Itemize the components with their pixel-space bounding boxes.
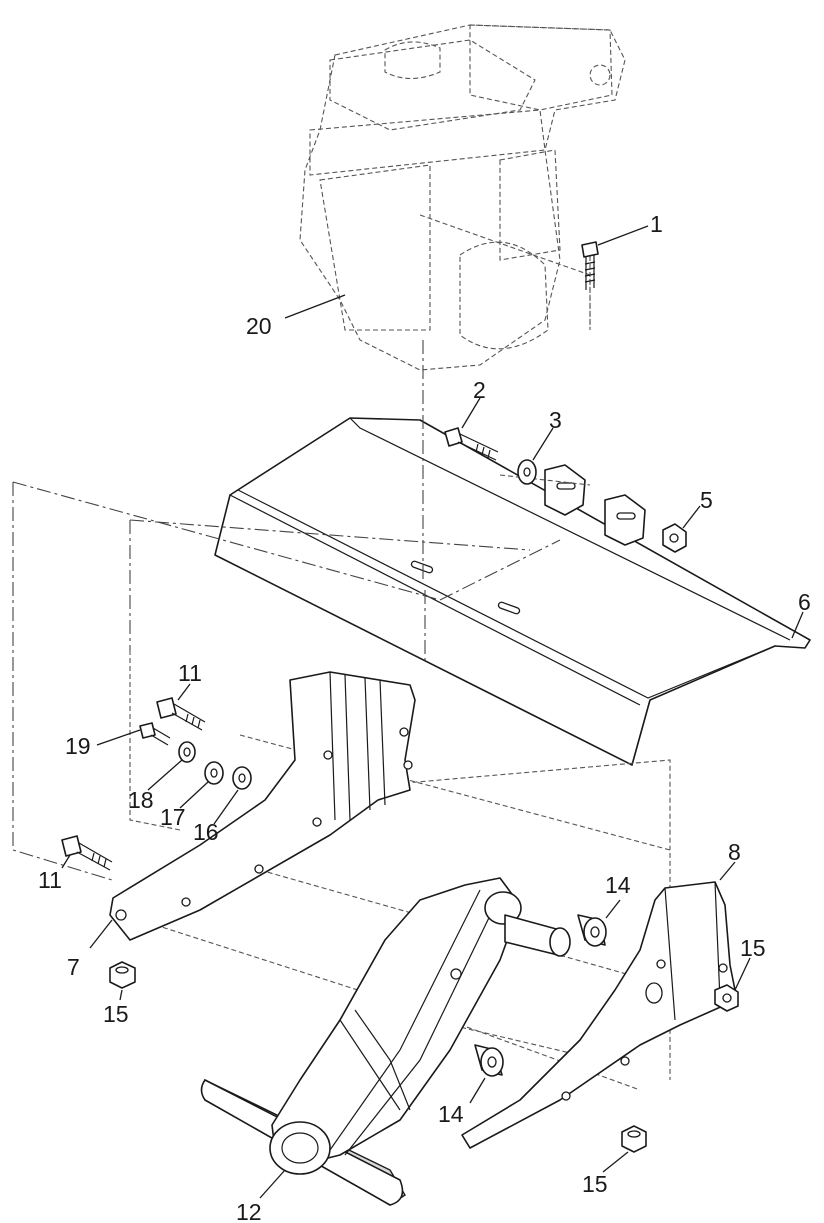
callout-7: 7 xyxy=(67,954,80,980)
callout-1: 1 xyxy=(650,211,663,237)
chain-case-icon xyxy=(200,877,571,1206)
bolt-19-icon xyxy=(139,722,171,746)
lockwasher-18-icon xyxy=(178,741,196,763)
left-bracket-icon xyxy=(109,671,416,941)
callout-15-bottom: 15 xyxy=(582,1171,608,1197)
callout-8: 8 xyxy=(728,839,741,865)
right-bracket-icon xyxy=(461,881,736,1149)
nut-5-icon xyxy=(662,523,687,553)
callout-16: 16 xyxy=(193,819,219,845)
callouts: 1 20 2 3 5 6 11 19 18 17 16 11 7 15 8 14… xyxy=(38,211,811,1223)
nut-15-bottom-icon xyxy=(621,1125,647,1153)
callout-11-lower: 11 xyxy=(38,867,62,893)
callout-6: 6 xyxy=(798,589,811,615)
callout-19: 19 xyxy=(65,733,91,759)
bolt-11-upper-icon xyxy=(156,697,206,731)
bolt-11-lower-icon xyxy=(61,835,113,871)
washer-17-icon xyxy=(204,761,224,785)
bushing-14-upper-icon xyxy=(577,914,607,947)
callout-5: 5 xyxy=(700,487,713,513)
bushing-14-lower-icon xyxy=(474,1044,504,1077)
callout-15-right: 15 xyxy=(740,935,766,961)
callout-18: 18 xyxy=(128,787,154,813)
nut-15-left-icon xyxy=(109,961,136,989)
callout-15-left: 15 xyxy=(103,1001,129,1027)
callout-20: 20 xyxy=(246,313,272,339)
bolt-2-icon xyxy=(444,427,499,461)
callout-3: 3 xyxy=(549,407,562,433)
callout-14-upper: 14 xyxy=(605,872,631,898)
callout-14-lower: 14 xyxy=(438,1101,464,1127)
callout-11-upper: 11 xyxy=(178,660,202,686)
washer-16-icon xyxy=(232,766,252,790)
callout-2: 2 xyxy=(473,377,486,403)
tine-shield-icon xyxy=(214,417,811,766)
bolt-1-icon xyxy=(581,241,599,290)
washer-3-icon xyxy=(517,459,537,485)
leader-lines xyxy=(61,225,804,1199)
engine-phantom-icon xyxy=(299,24,626,371)
nut-15-right-icon xyxy=(714,984,739,1012)
callout-12: 12 xyxy=(236,1199,262,1223)
callout-17: 17 xyxy=(160,804,186,830)
